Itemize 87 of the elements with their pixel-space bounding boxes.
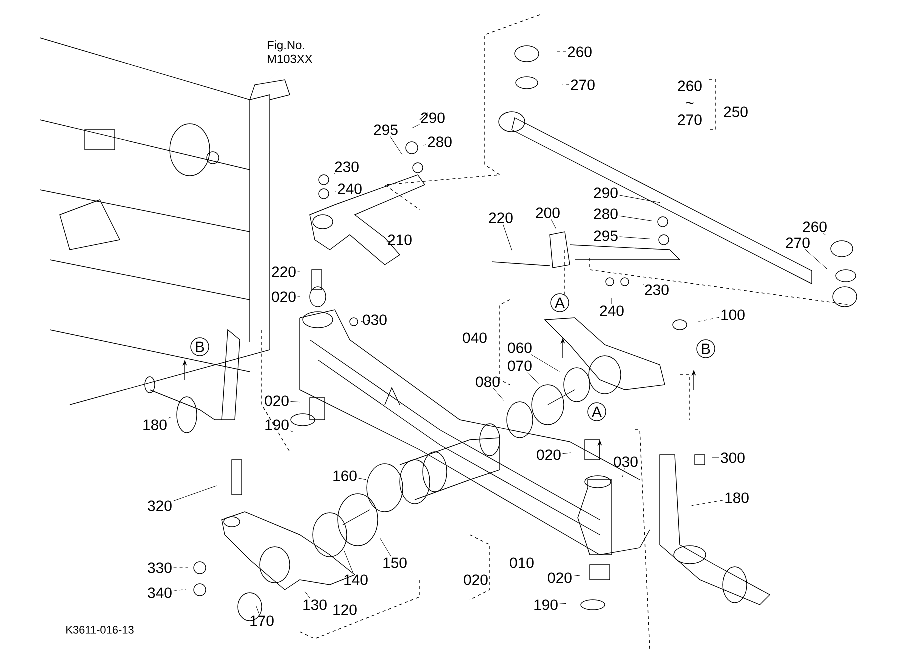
leader-line [168, 416, 172, 419]
leader-line [493, 388, 504, 402]
leader-line [823, 233, 827, 236]
callout-number: 010 [510, 558, 534, 568]
callout-number: 220 [272, 266, 296, 278]
leader-line [562, 84, 570, 85]
leader-line [304, 591, 310, 599]
callout-number: 230 [645, 284, 669, 296]
circled-letter: A [588, 402, 606, 422]
leader-line [360, 320, 372, 322]
leader-line [424, 144, 426, 146]
leader-line [692, 500, 724, 506]
leader-line [260, 64, 286, 90]
callout-number: 300 [721, 452, 745, 464]
callout-number: 290 [421, 112, 445, 124]
callout-number: 320 [148, 500, 172, 512]
callout-number: 180 [726, 492, 749, 504]
callout-number: 060 [508, 342, 532, 354]
leader-line [412, 124, 420, 129]
callout-number: 200 [536, 208, 560, 218]
figure-number-label: Fig.No. M103XX [268, 40, 313, 64]
callout-number: 250 [724, 106, 748, 118]
leader-line [290, 402, 300, 403]
leader-line [298, 296, 300, 298]
leader-line [620, 236, 650, 240]
callout-number: 270 [786, 238, 810, 248]
circled-letter: A [550, 294, 570, 312]
callout-number: 020 [548, 572, 572, 584]
callout-number: 160 [334, 470, 357, 482]
leader-line [380, 538, 392, 557]
callout-number: 040 [463, 332, 487, 344]
leader-line [358, 478, 366, 480]
leader-line [620, 216, 652, 222]
callout-number: 140 [344, 574, 368, 586]
callout-number: 240 [600, 306, 624, 316]
leader-line [551, 219, 557, 230]
leader-line [386, 240, 394, 243]
callout-number: 020 [537, 450, 561, 460]
callout-number: 120 [334, 604, 357, 616]
callout-number: 030 [363, 314, 387, 326]
callout-number: 230 [335, 162, 359, 172]
leader-line [298, 271, 300, 272]
callout-number: 330 [148, 562, 172, 574]
leader-line [174, 486, 217, 502]
callout-number: 100 [722, 310, 745, 320]
callout-number: 020 [272, 292, 296, 302]
leader-line [562, 452, 572, 454]
callout-number: 280 [428, 136, 452, 148]
leader-line [344, 550, 354, 574]
callout-number: 260 [803, 222, 827, 232]
figure-code: K3611-016-13 [66, 626, 134, 634]
leader-line [390, 136, 403, 156]
callout-number: 260 [568, 46, 592, 58]
circled-letter: B [696, 340, 716, 358]
leader-line [698, 317, 720, 322]
callout-number: 190 [534, 600, 558, 610]
callout-number: 240 [338, 184, 362, 194]
callout-number: 080 [476, 376, 500, 388]
callout-number: 180 [144, 420, 167, 430]
callout-number: 220 [489, 212, 513, 224]
leader-line [805, 249, 828, 270]
callout-number: 295 [594, 230, 618, 242]
callout-number: 270 [571, 80, 595, 90]
leader-line [503, 224, 512, 251]
circled-letter: B [190, 338, 210, 356]
leader-line [174, 589, 186, 592]
leader-line [574, 575, 580, 577]
callout-number: 030 [614, 456, 638, 468]
callout-number: 020 [265, 396, 289, 406]
leader-line [620, 195, 660, 204]
callout-number: 340 [148, 588, 172, 598]
callout-number: 260 ~ 270 [678, 80, 702, 126]
callout-number: 170 [250, 616, 274, 626]
leader-line [256, 606, 260, 615]
leader-line [530, 354, 560, 372]
leader-line [622, 468, 625, 478]
callout-number: 070 [508, 360, 532, 372]
callout-number: 210 [388, 234, 412, 246]
callout-number: 150 [384, 558, 407, 568]
callout-number: 130 [304, 600, 327, 610]
callout-number: 295 [374, 124, 398, 136]
callout-number: 190 [266, 420, 289, 430]
callout-number: 290 [594, 188, 618, 198]
callout-number: 020 [464, 574, 488, 586]
callout-number: 280 [594, 208, 618, 220]
leader-line [526, 372, 540, 384]
leader-line [290, 430, 294, 432]
